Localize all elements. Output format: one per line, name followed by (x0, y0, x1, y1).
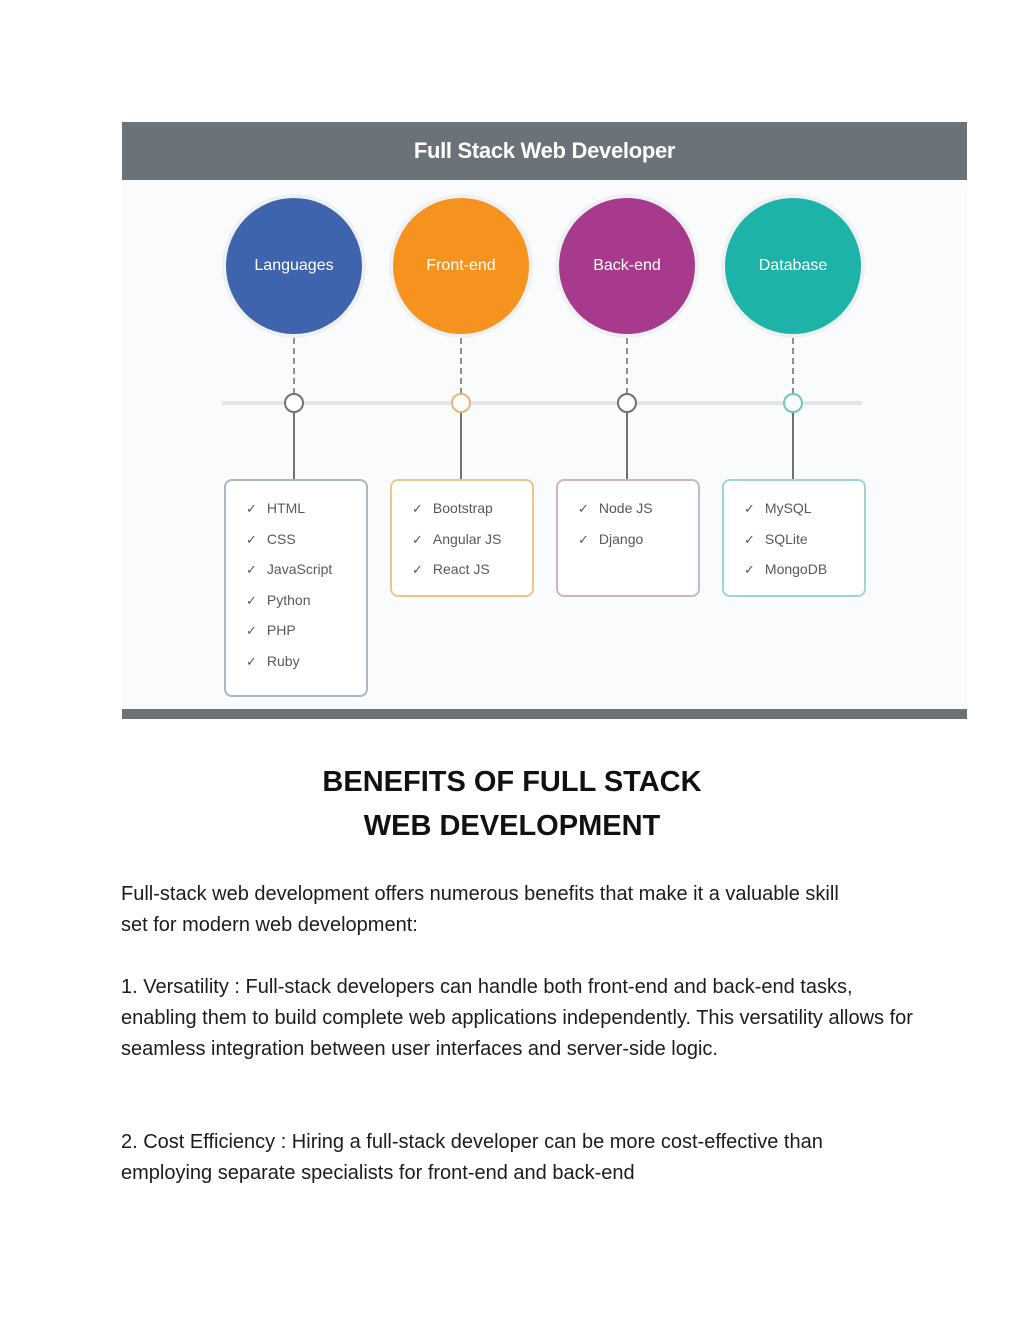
list-item: ✓HTML (246, 500, 306, 516)
database-circle: Database (725, 198, 861, 334)
list-item: ✓MySQL (744, 500, 812, 516)
check-icon: ✓ (578, 531, 589, 547)
database-circle-label: Database (758, 257, 828, 274)
list-item: ✓PHP (246, 622, 296, 638)
languages-stem (293, 413, 295, 479)
title-line-1: BENEFITS OF FULL STACK (322, 766, 702, 798)
backend-list-box: ✓Node JS ✓Django (556, 479, 700, 597)
database-list-box: ✓MySQL ✓SQLite ✓MongoDB (722, 479, 866, 597)
languages-node (284, 393, 304, 413)
backend-stem (626, 413, 628, 479)
database-node (783, 393, 803, 413)
list-item: ✓MongoDB (744, 561, 828, 577)
check-icon: ✓ (744, 531, 755, 547)
languages-connector (293, 338, 295, 394)
full-stack-diagram: Full Stack Web Developer Languages ✓HTML… (122, 122, 967, 719)
list-item: ✓Ruby (246, 652, 300, 669)
check-icon: ✓ (246, 653, 257, 669)
check-icon: ✓ (246, 592, 257, 608)
check-icon: ✓ (246, 501, 257, 516)
page-title: BENEFITS OF FULL STACK WEB DEVELOPMENT (0, 760, 1024, 848)
check-icon: ✓ (744, 562, 755, 577)
languages-list-box: ✓HTML ✓CSS ✓JavaScript ✓Python ✓PHP ✓Rub… (224, 479, 368, 697)
list-item: ✓Python (246, 591, 311, 608)
database-connector (792, 338, 794, 394)
backend-circle: Back-end (559, 198, 695, 334)
check-icon: ✓ (246, 623, 257, 638)
diagram-footer-bar (122, 709, 967, 719)
frontend-node (451, 393, 471, 413)
intro-paragraph: Full-stack web development offers numero… (121, 883, 839, 936)
timeline-line (222, 401, 862, 405)
check-icon: ✓ (246, 531, 257, 547)
database-stem (792, 413, 794, 479)
languages-circle-label: Languages (254, 257, 334, 274)
point-versatility: 1. Versatility : Full-stack developers c… (121, 976, 913, 1060)
list-item: ✓CSS (246, 530, 296, 547)
list-item: ✓Bootstrap (412, 500, 493, 516)
point-cost-efficiency: 2. Cost Efficiency : Hiring a full-stack… (121, 1131, 823, 1184)
diagram-header: Full Stack Web Developer (122, 122, 967, 180)
list-item: ✓Node JS (578, 500, 653, 516)
check-icon: ✓ (578, 501, 589, 516)
list-item: ✓React JS (412, 561, 490, 577)
backend-node (617, 393, 637, 413)
list-item: ✓JavaScript (246, 561, 333, 577)
languages-circle: Languages (226, 198, 362, 334)
check-icon: ✓ (412, 531, 423, 547)
check-icon: ✓ (744, 501, 755, 516)
backend-connector (626, 338, 628, 394)
list-item: ✓Angular JS (412, 530, 502, 547)
check-icon: ✓ (246, 562, 257, 577)
title-line-2: WEB DEVELOPMENT (363, 810, 661, 842)
backend-circle-label: Back-end (593, 257, 661, 274)
check-icon: ✓ (412, 562, 423, 577)
frontend-circle-label: Front-end (426, 257, 496, 274)
list-item: ✓SQLite (744, 530, 808, 547)
check-icon: ✓ (412, 501, 423, 516)
frontend-stem (460, 413, 462, 479)
frontend-circle: Front-end (393, 198, 529, 334)
frontend-connector (460, 338, 462, 394)
list-item: ✓Django (578, 530, 644, 547)
frontend-list-box: ✓Bootstrap ✓Angular JS ✓React JS (390, 479, 534, 597)
